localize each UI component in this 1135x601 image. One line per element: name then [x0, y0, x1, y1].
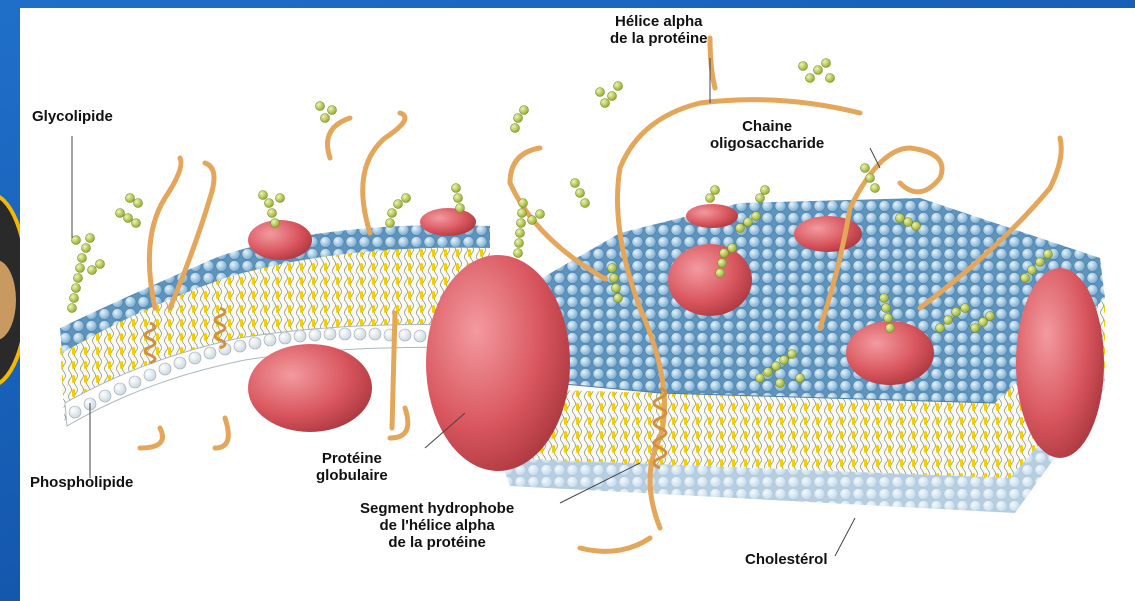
cell-membrane-illustration: [20, 8, 1135, 601]
label-phospholipide: Phospholipide: [30, 474, 133, 491]
globular-protein-right: [1016, 268, 1104, 458]
label-cholesterol: Cholestérol: [745, 551, 828, 568]
label-chaine-oligosaccharide: Chaine oligosaccharide: [710, 118, 824, 152]
label-proteine-globulaire: Protéine globulaire: [316, 450, 388, 484]
globular-protein-left: [248, 344, 372, 432]
label-glycolipide: Glycolipide: [32, 108, 113, 125]
diagram-panel: Glycolipide Phospholipide Hélice alpha d…: [20, 8, 1135, 601]
label-helice-alpha: Hélice alpha de la protéine: [610, 13, 708, 47]
globular-protein-large: [426, 255, 570, 471]
label-segment-hydrophobe: Segment hydrophobe de l'hélice alpha de …: [360, 500, 514, 551]
